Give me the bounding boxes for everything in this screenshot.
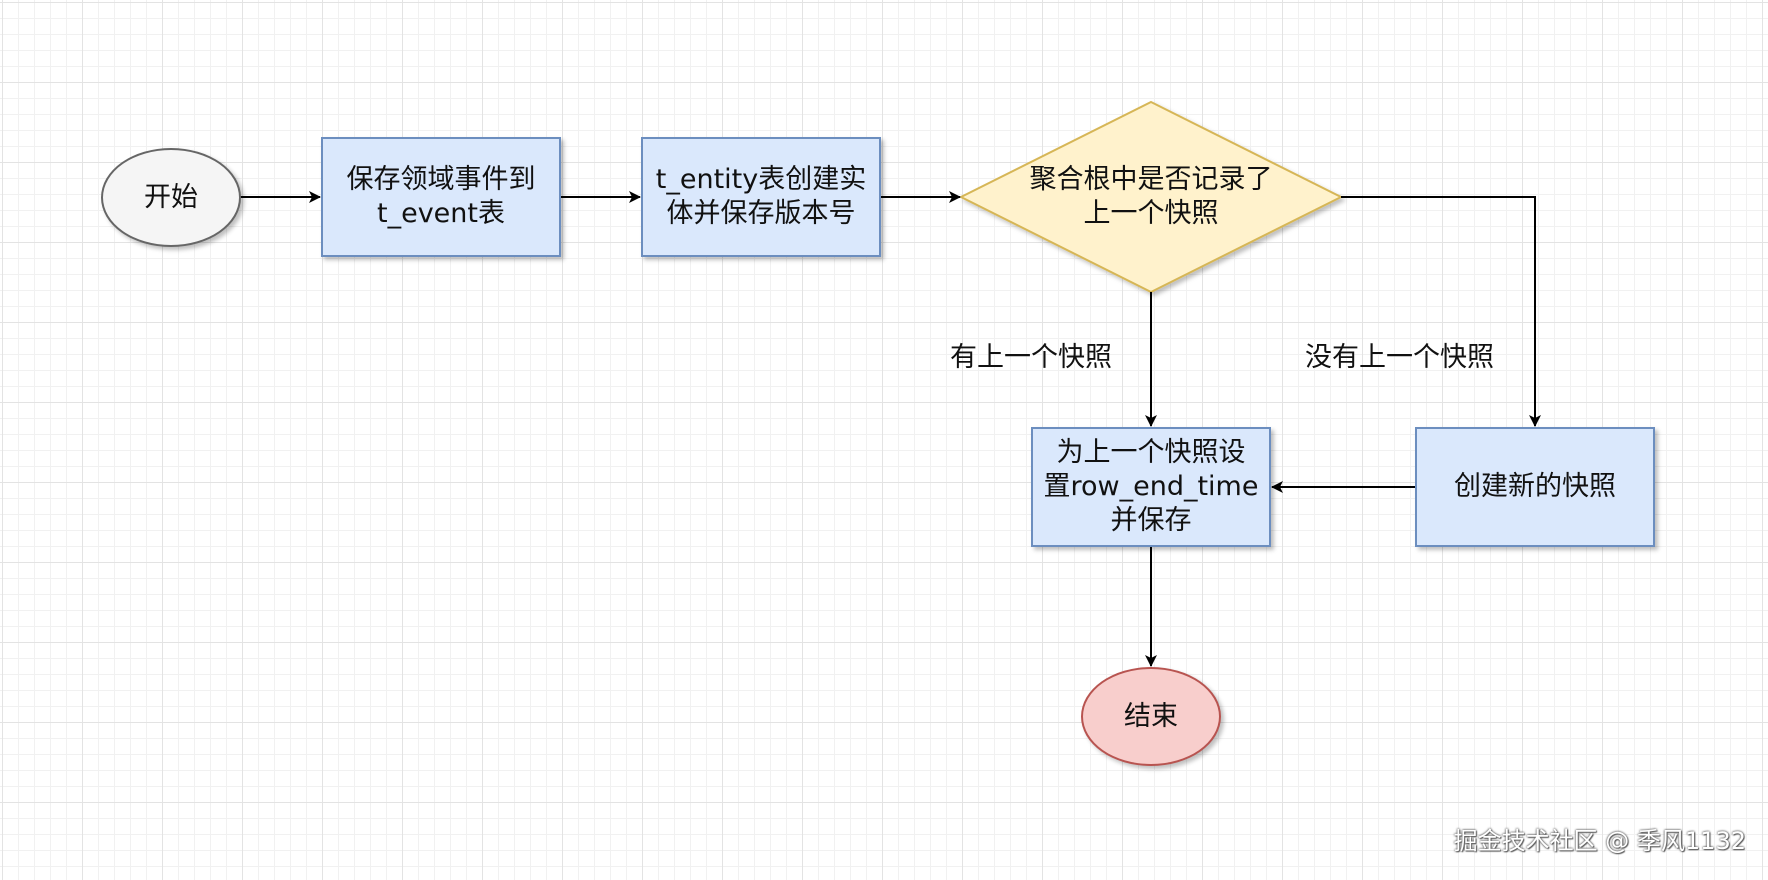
create-entity-label: t_entity表创建实 体并保存版本号 — [655, 164, 867, 229]
save-event-label: 保存领域事件到 t_event表 — [346, 164, 536, 229]
watermark-text: 掘金技术社区 @ 季风1132 — [1453, 827, 1746, 855]
edge-label-has-snapshot: 有上一个快照 — [950, 342, 1112, 373]
edge-label-no-snapshot: 没有上一个快照 — [1305, 342, 1494, 373]
set-end-time-node: 为上一个快照设 置row_end_time 并保存 — [1031, 427, 1271, 547]
start-node-label: 开始 — [144, 181, 198, 213]
create-entity-node: t_entity表创建实 体并保存版本号 — [641, 137, 881, 257]
save-event-node: 保存领域事件到 t_event表 — [321, 137, 561, 257]
create-snapshot-node: 创建新的快照 — [1415, 427, 1655, 547]
decision-label: 聚合根中是否记录了 上一个快照 — [1029, 164, 1273, 229]
set-end-time-label: 为上一个快照设 置row_end_time 并保存 — [1043, 437, 1259, 536]
decision-text: 聚合根中是否记录了 上一个快照 — [990, 155, 1312, 239]
create-snapshot-label: 创建新的快照 — [1454, 471, 1616, 502]
end-node: 结束 — [1081, 667, 1221, 766]
end-node-label: 结束 — [1124, 700, 1178, 732]
start-node: 开始 — [101, 148, 241, 247]
edge-decision-to-create-snapshot — [1341, 196, 1541, 427]
